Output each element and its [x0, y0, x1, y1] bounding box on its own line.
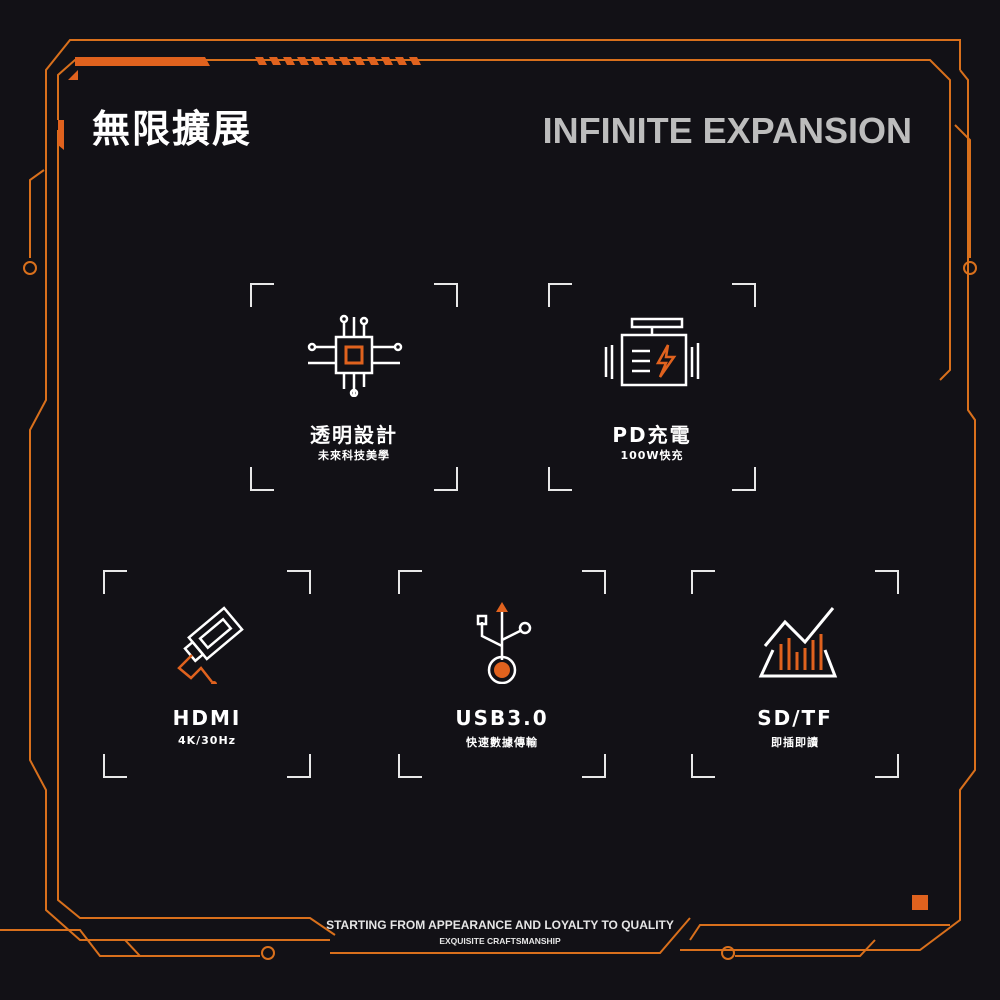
frame-stripe: [353, 57, 365, 65]
feature-title: SD/TF: [757, 706, 833, 730]
footer-subtagline: EXQUISITE CRAFTSMANSHIP: [439, 936, 561, 946]
feature-card-transparent: 透明設計 未來科技美學: [250, 283, 458, 491]
frame-stripe: [283, 57, 295, 65]
feature-subtitle: 未來科技美學: [318, 449, 390, 462]
frame-stripe: [311, 57, 323, 65]
title-english: INFINITE EXPANSION: [542, 110, 912, 151]
feature-subtitle: 快速數據傳輸: [466, 736, 538, 749]
chip-icon: [307, 314, 403, 397]
frame-stripe: [367, 57, 379, 65]
chart-card-icon: [758, 607, 838, 678]
feature-subtitle: 4K/30Hz: [177, 734, 237, 747]
hdmi-cable-icon: [177, 606, 244, 684]
frame-stripe: [409, 57, 421, 65]
feature-card-usb: USB3.0 快速數據傳輸: [398, 570, 606, 778]
feature-subtitle: 100W快充: [620, 449, 684, 462]
feature-card-pd: PD充電 100W快充: [548, 283, 756, 491]
feature-title: PD充電: [612, 423, 692, 447]
feature-subtitle: 即插即讀: [771, 736, 819, 749]
frame-stripe: [255, 57, 267, 65]
frame-stripe: [325, 57, 337, 65]
frame-stripe: [339, 57, 351, 65]
feature-title: HDMI: [172, 706, 242, 730]
feature-title: 透明設計: [310, 423, 398, 447]
footer-tagline: STARTING FROM APPEARANCE AND LOYALTY TO …: [326, 918, 674, 932]
frame-stripe: [395, 57, 407, 65]
frame-stripe: [269, 57, 281, 65]
engine-charge-icon: [604, 317, 700, 387]
frame-stripe: [297, 57, 309, 65]
feature-card-hdmi: HDMI 4K/30Hz: [103, 570, 311, 778]
usb-icon: [476, 602, 532, 684]
feature-card-sd: SD/TF 即插即讀: [691, 570, 899, 778]
title-chinese: 無限擴展: [92, 107, 253, 151]
feature-title: USB3.0: [455, 706, 549, 730]
frame-stripe: [381, 57, 393, 65]
